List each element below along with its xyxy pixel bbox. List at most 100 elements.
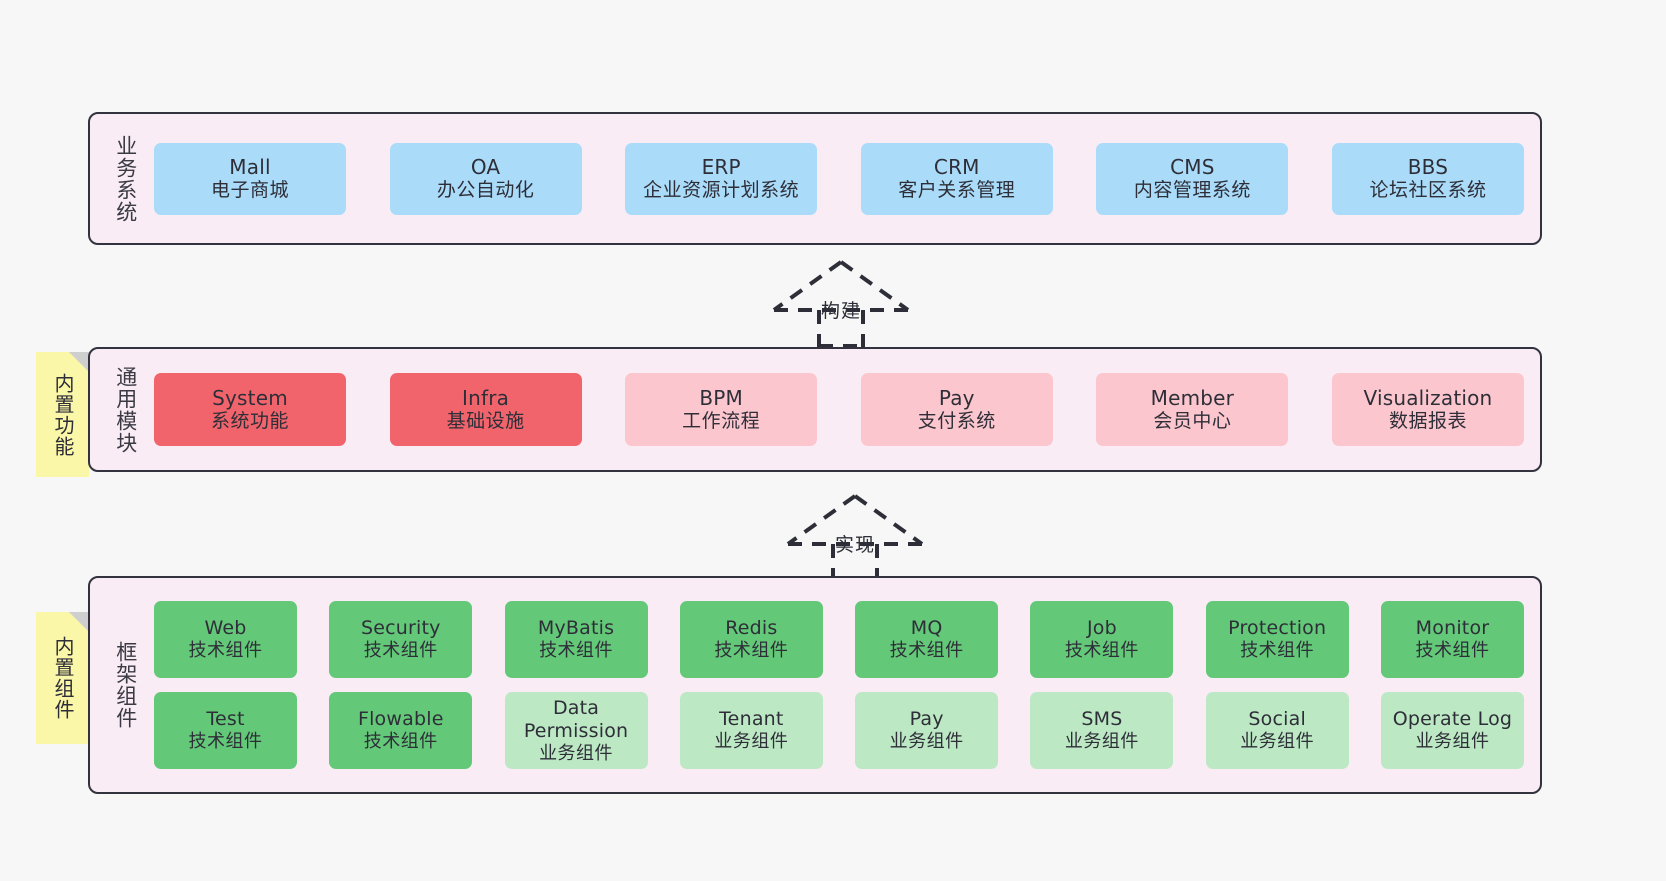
card-flowable-en: Flowable — [357, 708, 444, 731]
card-bpm[interactable]: BPM 工作流程 — [625, 373, 818, 446]
card-crm[interactable]: CRM 客户关系管理 — [860, 142, 1053, 215]
note-builtin-components: 内置组件 — [36, 612, 89, 744]
card-web-en: Web — [204, 617, 247, 640]
card-redis-en: Redis — [725, 617, 778, 640]
card-infra[interactable]: Infra 基础设施 — [389, 373, 582, 446]
card-infra-cn: 基础设施 — [446, 410, 525, 433]
card-erp[interactable]: ERP 企业资源计划系统 — [625, 142, 818, 215]
card-job[interactable]: Job 技术组件 — [1030, 601, 1174, 678]
card-data-permission[interactable]: Data Permission 业务组件 — [504, 692, 648, 769]
card-cms-cn: 内容管理系统 — [1133, 179, 1251, 202]
card-test-cn: 技术组件 — [188, 731, 263, 753]
card-bpm-en: BPM — [699, 386, 743, 411]
card-system[interactable]: System 系统功能 — [154, 373, 346, 446]
framework-row-technical: Web 技术组件 Security 技术组件 MyBatis 技术组件 Redi… — [154, 601, 1524, 678]
card-pay-component-en: Pay — [909, 708, 944, 731]
note-builtin-features: 内置功能 — [36, 352, 89, 477]
card-member-cn: 会员中心 — [1153, 410, 1232, 433]
card-mybatis-en: MyBatis — [537, 617, 615, 640]
card-security[interactable]: Security 技术组件 — [329, 601, 473, 678]
card-security-cn: 技术组件 — [363, 640, 438, 662]
card-web-cn: 技术组件 — [188, 640, 263, 662]
card-bbs-cn: 论坛社区系统 — [1369, 179, 1487, 202]
card-bbs-en: BBS — [1407, 155, 1449, 180]
card-operate-log[interactable]: Operate Log 业务组件 — [1380, 692, 1524, 769]
card-web[interactable]: Web 技术组件 — [154, 601, 297, 678]
card-protection-cn: 技术组件 — [1240, 640, 1315, 662]
card-social[interactable]: Social 业务组件 — [1205, 692, 1349, 769]
card-mall-cn: 电子商城 — [210, 179, 289, 202]
card-redis-cn: 技术组件 — [714, 640, 789, 662]
card-system-cn: 系统功能 — [210, 410, 289, 433]
card-infra-en: Infra — [462, 386, 510, 411]
card-sms-cn: 业务组件 — [1064, 731, 1139, 753]
layer-body-framework-components: Web 技术组件 Security 技术组件 MyBatis 技术组件 Redi… — [148, 578, 1540, 792]
card-mall-en: Mall — [229, 155, 271, 180]
card-redis[interactable]: Redis 技术组件 — [679, 601, 823, 678]
card-protection[interactable]: Protection 技术组件 — [1205, 601, 1349, 678]
card-erp-en: ERP — [701, 155, 741, 180]
card-monitor[interactable]: Monitor 技术组件 — [1380, 601, 1524, 678]
card-pay-module-cn: 支付系统 — [917, 410, 996, 433]
card-data-permission-cn: 业务组件 — [539, 742, 614, 764]
card-social-cn: 业务组件 — [1240, 731, 1315, 753]
card-mybatis-cn: 技术组件 — [539, 640, 614, 662]
card-pay-component-cn: 业务组件 — [889, 731, 964, 753]
layer-body-business-systems: Mall 电子商城 OA 办公自动化 ERP 企业资源计划系统 CRM 客户关系… — [148, 114, 1540, 243]
card-social-en: Social — [1248, 708, 1306, 731]
card-system-en: System — [212, 386, 288, 411]
card-tenant-cn: 业务组件 — [714, 731, 789, 753]
card-monitor-cn: 技术组件 — [1415, 640, 1490, 662]
card-visualization-cn: 数据报表 — [1388, 410, 1467, 433]
card-protection-en: Protection — [1228, 617, 1327, 640]
layer-body-common-modules: System 系统功能 Infra 基础设施 BPM 工作流程 Pay 支付系统… — [148, 349, 1540, 470]
card-security-en: Security — [360, 617, 441, 640]
layer-title-framework-components: 框架组件 — [113, 641, 138, 729]
card-mq-en: MQ — [910, 617, 943, 640]
card-crm-cn: 客户关系管理 — [898, 179, 1016, 202]
implement-arrow: 实现 — [770, 492, 940, 582]
card-erp-cn: 企业资源计划系统 — [643, 179, 800, 202]
card-sms-en: SMS — [1081, 708, 1123, 731]
card-operate-log-cn: 业务组件 — [1415, 731, 1490, 753]
card-test-en: Test — [206, 708, 245, 731]
card-oa-cn: 办公自动化 — [436, 179, 535, 202]
card-tenant[interactable]: Tenant 业务组件 — [679, 692, 823, 769]
card-mall[interactable]: Mall 电子商城 — [154, 142, 346, 215]
layer-title-business-systems: 业务系统 — [113, 134, 138, 223]
card-bpm-cn: 工作流程 — [682, 410, 761, 433]
card-mq-cn: 技术组件 — [889, 640, 964, 662]
layer-business-systems: 业务系统 Mall 电子商城 OA 办公自动化 ERP 企业资源计划系统 CRM… — [88, 112, 1542, 245]
card-mybatis[interactable]: MyBatis 技术组件 — [504, 601, 648, 678]
card-visualization[interactable]: Visualization 数据报表 — [1331, 373, 1524, 446]
card-crm-en: CRM — [933, 155, 980, 180]
card-tenant-en: Tenant — [719, 708, 784, 731]
card-test[interactable]: Test 技术组件 — [154, 692, 297, 769]
card-monitor-en: Monitor — [1415, 617, 1490, 640]
build-arrow: 构建 — [756, 258, 926, 348]
note-builtin-features-label: 内置功能 — [51, 372, 75, 457]
layer-framework-components: 框架组件 Web 技术组件 Security 技术组件 MyBatis 技术组件… — [88, 576, 1542, 794]
card-operate-log-en: Operate Log — [1392, 708, 1513, 731]
card-flowable[interactable]: Flowable 技术组件 — [329, 692, 473, 769]
card-member[interactable]: Member 会员中心 — [1096, 373, 1289, 446]
card-mq[interactable]: MQ 技术组件 — [855, 601, 999, 678]
card-data-permission-en: Data Permission — [523, 696, 629, 742]
layer-title-common-modules: 通用模块 — [113, 365, 138, 454]
card-sms[interactable]: SMS 业务组件 — [1030, 692, 1174, 769]
card-visualization-en: Visualization — [1363, 386, 1493, 411]
card-pay-component[interactable]: Pay 业务组件 — [855, 692, 999, 769]
card-job-en: Job — [1086, 617, 1117, 640]
note-fold-icon — [69, 352, 89, 372]
implement-arrow-label: 实现 — [834, 534, 876, 556]
card-pay-module-en: Pay — [938, 386, 975, 411]
card-member-en: Member — [1150, 386, 1235, 411]
card-cms[interactable]: CMS 内容管理系统 — [1096, 142, 1289, 215]
card-oa[interactable]: OA 办公自动化 — [389, 142, 582, 215]
build-arrow-label: 构建 — [820, 300, 862, 322]
card-pay-module[interactable]: Pay 支付系统 — [860, 373, 1053, 446]
card-bbs[interactable]: BBS 论坛社区系统 — [1331, 142, 1524, 215]
card-job-cn: 技术组件 — [1064, 640, 1139, 662]
framework-row-business: Test 技术组件 Flowable 技术组件 Data Permission … — [154, 692, 1524, 769]
